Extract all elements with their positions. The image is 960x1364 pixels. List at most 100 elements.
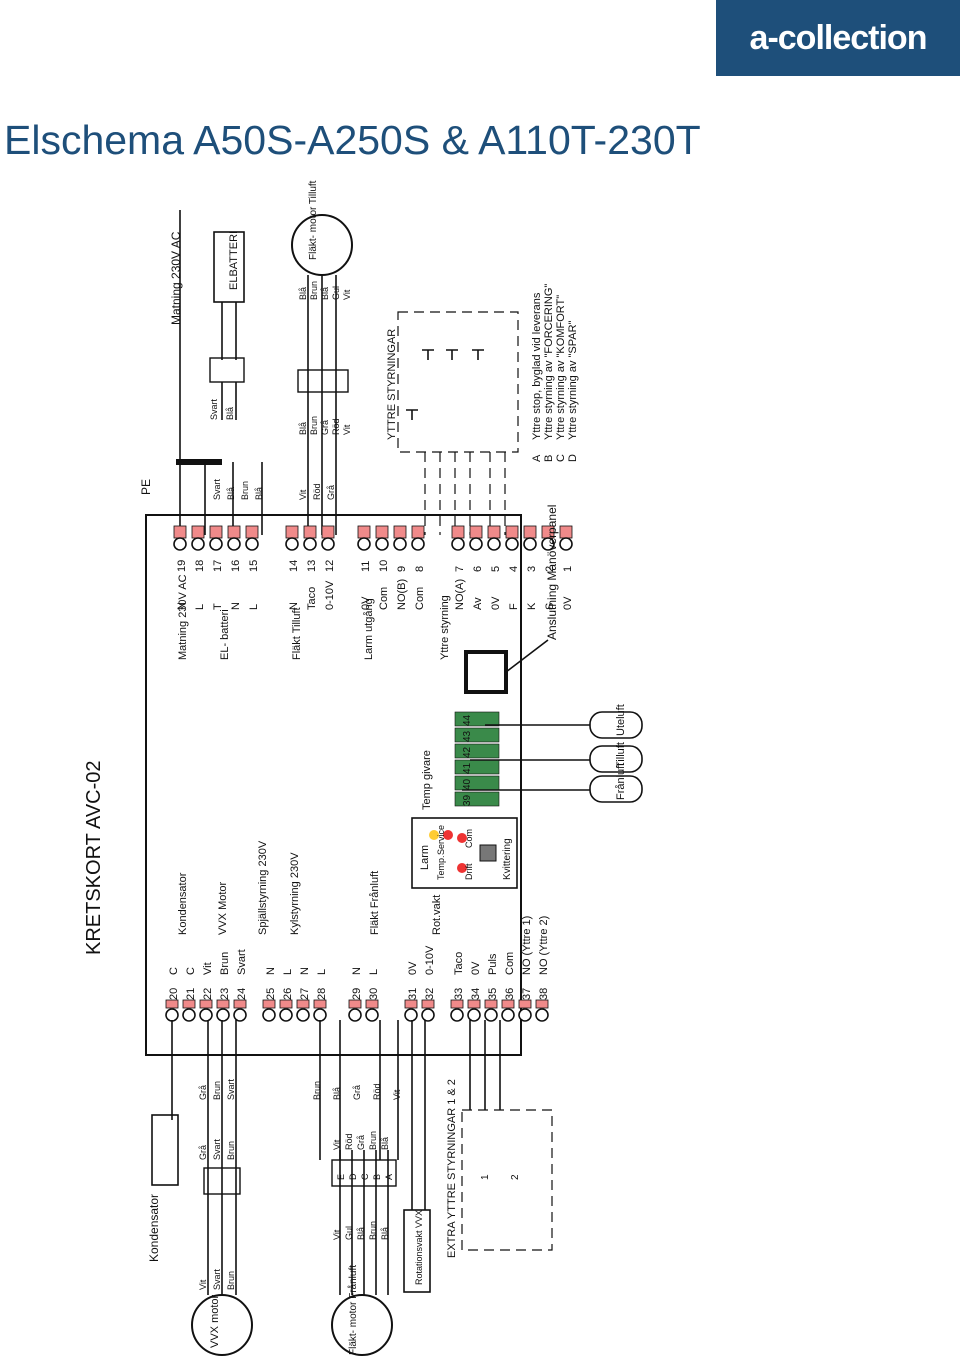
terminal-signal: C [185,967,197,975]
led-temp-label: Temp. [436,855,446,880]
condenser [151,1114,179,1186]
wire-label: Vit [198,1279,208,1290]
left-terminal: 21 C [182,967,197,1022]
terminal-number: 26 [282,988,294,1000]
wire-label: Svart [212,1268,222,1290]
elbatteri-plug [209,357,245,383]
temp-pin [454,727,500,743]
terminal-signal: NO(B) [396,579,408,610]
right-terminal: 2S [541,525,556,610]
right-terminal: 50V [487,525,502,610]
terminal-signal: 0-10V [424,945,436,975]
terminal-screw [348,1008,362,1022]
terminal-screw [165,1008,179,1022]
legend-key: C [555,454,567,462]
terminal-screw [182,1008,196,1022]
terminal-screw [375,537,389,551]
exhaust-fan-plug [331,1159,397,1187]
terminal-signal: Com [378,587,390,610]
terminal-screw [321,537,335,551]
plug-letter: E [336,1174,346,1180]
terminal-screw [484,1008,498,1022]
circuit-board [145,514,522,1056]
temp-terminal: 39 [454,791,500,807]
wire-label: Brun [309,416,319,435]
terminal-pin [484,999,498,1009]
terminal-screw [535,1008,549,1022]
terminal-number: 17 [212,560,224,572]
terminal-signal: Taco [453,952,465,975]
terminal-signal: N [265,967,277,975]
right-terminal: 9NO(B) [393,525,408,610]
terminal-screw [451,537,465,551]
terminal-number: 9 [396,566,408,572]
left-terminal: 30 L [365,969,380,1022]
legend-key: B [543,455,555,462]
terminal-signal: Taco [306,587,318,610]
terminal-number: 31 [407,988,419,1000]
sensor-tilluft [589,745,643,773]
switch-label: 1 [480,1174,491,1180]
terminal-signal: L [368,969,380,975]
reset-button[interactable] [479,844,497,862]
terminal-pin [523,525,537,539]
terminal-screw [245,537,259,551]
terminal-number: 10 [378,560,390,572]
right-terminal: 15L [245,525,260,610]
wire-label: Blå [380,1137,390,1150]
terminal-signal: 0V [470,961,482,975]
wire-label: Vit [342,289,352,300]
wire-label: Grå [352,1085,362,1100]
terminal-number: 21 [185,988,197,1000]
terminal-pin [227,525,241,539]
terminal-number: 28 [316,988,328,1000]
right-terminal: 18L [191,525,206,610]
left-group-label: Kondensator [177,872,189,935]
left-group-label: Rot.vakt [431,895,443,935]
terminal-signal: Com [504,952,516,975]
switch-label: 2 [510,1174,521,1180]
outer-controls-box [397,311,519,453]
wire-label: Grå [198,1145,208,1160]
terminal-signal: N [288,602,300,610]
right-group-label: Matning 230V AC [177,574,189,660]
terminal-signal: NO (Yttre 1) [521,916,533,975]
terminal-screw [303,537,317,551]
left-group-label: Kylstyrning 230V [289,852,301,935]
terminal-screw [233,1008,247,1022]
terminal-number: 4 [508,566,520,572]
reset-button-label: Kvittering [502,838,513,880]
terminal-pin [404,999,418,1009]
temp-pin [454,711,500,727]
panel-connector [464,650,508,694]
terminal-number: 30 [368,988,380,1000]
terminal-pin [357,525,371,539]
right-group-label: Larm utgång [363,598,375,660]
sensor-franluft-label: Frånluft [615,763,627,800]
wire-label: Röd [344,1133,354,1150]
legend-text: Yttre styrning av "SPAR" [567,320,579,440]
terminal-number: 7 [454,566,466,572]
switch-b [422,349,434,360]
left-group-label: Spjällstyrning 230V [257,840,269,935]
terminal-number: 37 [521,988,533,1000]
terminal-signal: S [544,603,556,610]
terminal-number: 14 [288,560,300,572]
wire-label: Blå [320,287,330,300]
terminal-pin [487,525,501,539]
terminal-pin [199,999,213,1009]
terminal-number: 22 [202,988,214,1000]
supply-fan-motor [291,214,353,276]
terminal-number: 32 [424,988,436,1000]
terminal-screw [501,1008,515,1022]
terminal-number: 1 [562,566,574,572]
temp-terminal: 42 [454,743,500,759]
left-terminal: 28L [313,969,328,1022]
terminal-screw [191,537,205,551]
terminal-pin [348,999,362,1009]
switch-c [446,349,458,360]
wire-label: Blå [298,287,308,300]
